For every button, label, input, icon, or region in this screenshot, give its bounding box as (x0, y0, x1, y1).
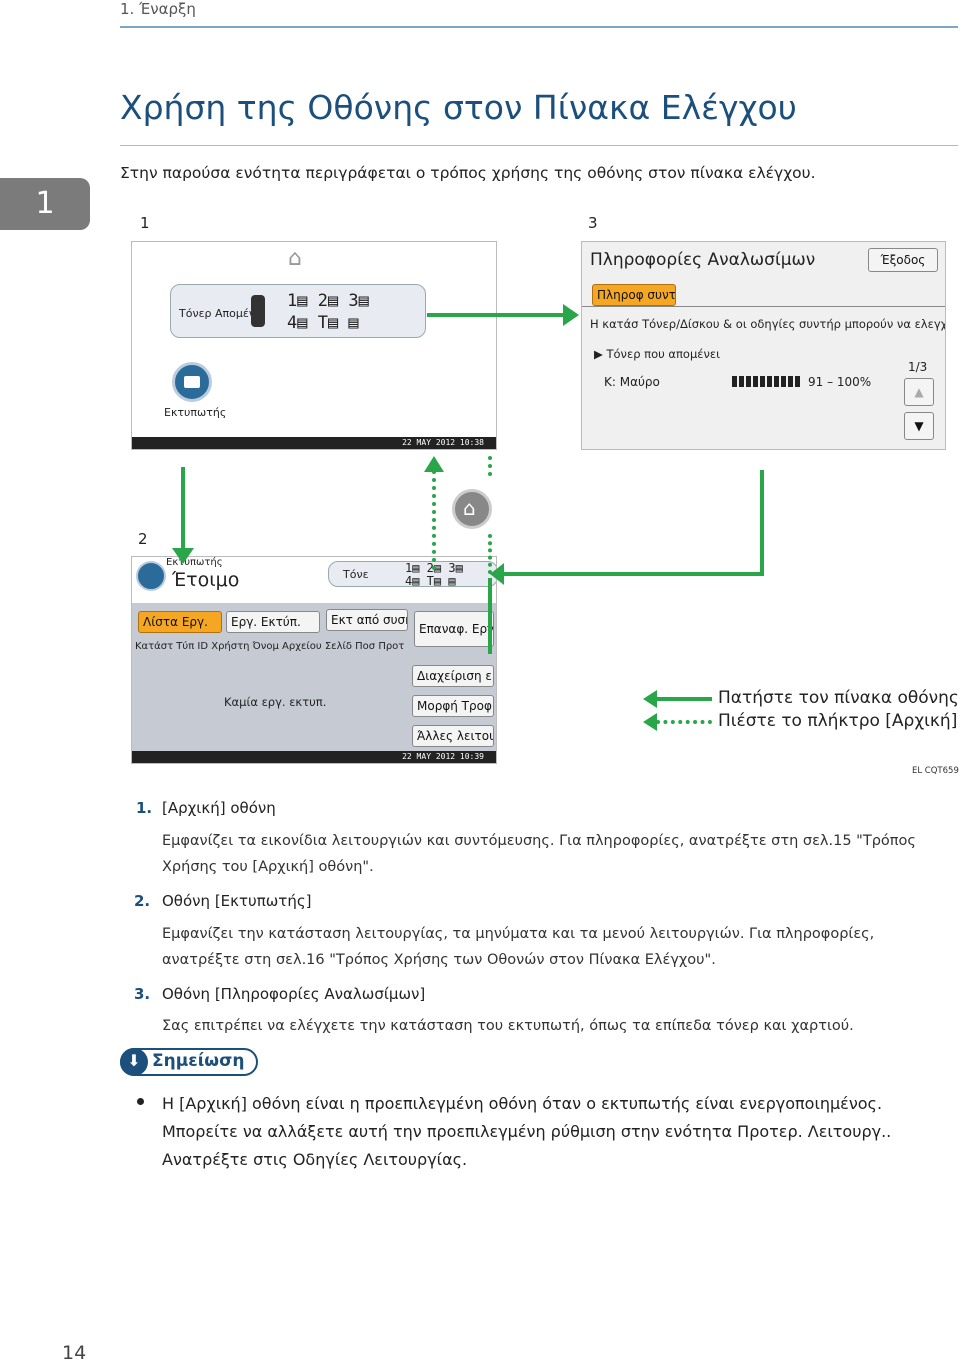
arrow-2-to-1-head (424, 456, 444, 472)
legend-solid-line (656, 697, 712, 701)
legend-dotted-text: Πιέστε το πλήκτρο [Αρχική] (718, 711, 958, 731)
item-3-body: Σας επιτρέπει να ελέγχετε την κατάσταση … (162, 1018, 854, 1034)
item-1-body: Εμφανίζει τα εικονίδια λειτουργιών και σ… (162, 833, 916, 875)
page-number: 14 (62, 1342, 87, 1363)
tab-maintenance-info[interactable]: Πληροφ συντήρ (592, 284, 676, 306)
item-2-number: 2. (134, 892, 151, 910)
arrow-3-to-2-head (490, 563, 504, 585)
note-bullet-text: Η [Αρχική] οθόνη είναι η προεπιλεγμένη ο… (162, 1094, 892, 1169)
legend-solid-text: Πατήστε τον πίνακα οθόνης (718, 688, 959, 708)
legend-solid-head (643, 690, 657, 708)
arrow-1-to-3-head (563, 304, 579, 326)
item-3-number: 3. (134, 985, 151, 1003)
home-icon: ⌂ (463, 496, 476, 520)
arrow-2-to-3-line (488, 578, 492, 654)
arrow-3-to-2-horizontal (502, 572, 764, 576)
arrow-3-to-2-line (760, 470, 764, 575)
tray-status-top: 1▤ 2▤ 3▤ (287, 291, 369, 311)
page-title: Χρήση της Οθόνης στον Πίνακα Ελέγχου (120, 88, 797, 127)
tab-device-print[interactable]: Εκτ από συσκ (326, 609, 408, 631)
toner-level: 91 – 100% (808, 375, 872, 389)
arrow-1-to-3-line (427, 313, 567, 317)
intro-text: Στην παρούσα ενότητα περιγράφεται ο τρόπ… (120, 164, 816, 182)
figure-code: EL CQT659 (912, 766, 959, 776)
printer-label: Εκτυπωτής (166, 557, 223, 568)
printer-label: Εκτυπωτής (164, 406, 227, 419)
tray-status-bottom: 4▤ T▤ ▤ (287, 313, 359, 333)
job-panel: Λίστα Εργ. Εργ. Εκτύπ. Εκτ από συσκ Κατά… (132, 603, 496, 753)
printer-app-icon[interactable] (172, 362, 212, 402)
home-key-icon[interactable]: ⌂ (452, 489, 492, 529)
scroll-down-button[interactable]: ▼ (904, 412, 934, 440)
note-label: Σημείωση (152, 1051, 245, 1071)
reset-job-button[interactable]: Επαναφ. Εργ. (414, 611, 494, 647)
toner-tray-widget[interactable]: Τόνε 1▤ 2▤ 3▤ 4▤ T▤ ▤ (328, 561, 496, 588)
arrow-connector-dotted (488, 456, 492, 476)
legend-dotted-head (643, 713, 657, 731)
bullet-icon (137, 1098, 144, 1105)
exit-button[interactable]: Έξοδος (868, 248, 938, 272)
supplies-title: Πληροφορίες Αναλωσίμων (590, 250, 816, 270)
item-1-number: 1. (136, 799, 153, 817)
figure-label-1: 1 (140, 214, 150, 232)
item-3-heading: Οθόνη [Πληροφορίες Αναλωσίμων] (162, 985, 426, 1003)
toner-button: Τόνε (343, 568, 369, 581)
tab-job-list[interactable]: Λίστα Εργ. (138, 611, 222, 633)
toner-cartridge-icon (251, 295, 265, 327)
printer-icon (184, 376, 200, 388)
item-2-heading: Οθόνη [Εκτυπωτής] (162, 892, 312, 910)
scroll-up-button[interactable]: ▲ (904, 378, 934, 406)
page-indicator: 1/3 (908, 360, 928, 374)
figure-label-3: 3 (588, 214, 598, 232)
other-functions-button[interactable]: Άλλες λειτουρ (412, 725, 494, 747)
item-1-heading: [Αρχική] οθόνη (162, 799, 276, 817)
job-management-button[interactable]: Διαχείριση εργ (412, 665, 494, 687)
legend-dotted-line (656, 720, 712, 724)
arrow-1-to-2-head (172, 548, 194, 564)
printer-screen: Εκτυπωτής Έτοιμο Τόνε 1▤ 2▤ 3▤ 4▤ T▤ ▤ Λ… (131, 556, 497, 764)
header-rule (120, 26, 958, 28)
toner-color: Κ: Μαύρο (604, 375, 660, 389)
status-time: 22 MAY 2012 10:39 (132, 751, 496, 763)
arrow-2-to-3-dotted-line (488, 534, 492, 574)
empty-job-message: Καμία εργ. εκτυπ. (224, 695, 327, 709)
printer-status: Έτοιμο (172, 569, 240, 591)
toner-label: Τόνερ Απομέν (179, 307, 255, 320)
home-icon: ⌂ (288, 246, 302, 271)
toner-tray-widget[interactable]: Τόνερ Απομέν 1▤ 2▤ 3▤ 4▤ T▤ ▤ (170, 284, 426, 338)
supplies-screen: Πληροφορίες Αναλωσίμων Έξοδος Πληροφ συν… (581, 241, 946, 450)
printer-icon (136, 561, 166, 591)
arrow-2-to-1-dotted-line (432, 470, 436, 570)
home-screen: ⌂ Τόνερ Απομέν 1▤ 2▤ 3▤ 4▤ T▤ ▤ Εκτυπωτή… (131, 241, 497, 450)
running-head: 1. Έναρξη (120, 0, 196, 18)
note-badge: ⬇ Σημείωση (120, 1048, 258, 1076)
toner-level-bar (732, 376, 802, 387)
note-arrow-icon: ⬇ (120, 1048, 148, 1076)
arrow-1-to-2-line (181, 467, 185, 549)
chapter-tab: 1 (0, 178, 90, 230)
feed-format-button[interactable]: Μορφή Τροφ (412, 695, 494, 717)
title-rule (120, 145, 958, 146)
tab-print-jobs[interactable]: Εργ. Εκτύπ. (226, 611, 320, 633)
status-time: 22 MAY 2012 10:38 (132, 437, 496, 449)
toner-remaining-header: ▶ Τόνερ που απομένει (594, 347, 721, 361)
item-2-body: Εμφανίζει την κατάσταση λειτουργίας, τα … (162, 926, 875, 968)
tab-divider (582, 306, 945, 307)
figure-label-2: 2 (138, 530, 148, 548)
supplies-message: Η κατάσ Τόνερ/Δίσκου & οι οδηγίες συντήρ… (590, 317, 946, 331)
job-table-header: Κατάστ Τύπ ID Χρήστη Όνομ Αρχείου Σελίδ … (135, 641, 405, 652)
tray-status-bottom: 4▤ T▤ ▤ (405, 574, 456, 588)
